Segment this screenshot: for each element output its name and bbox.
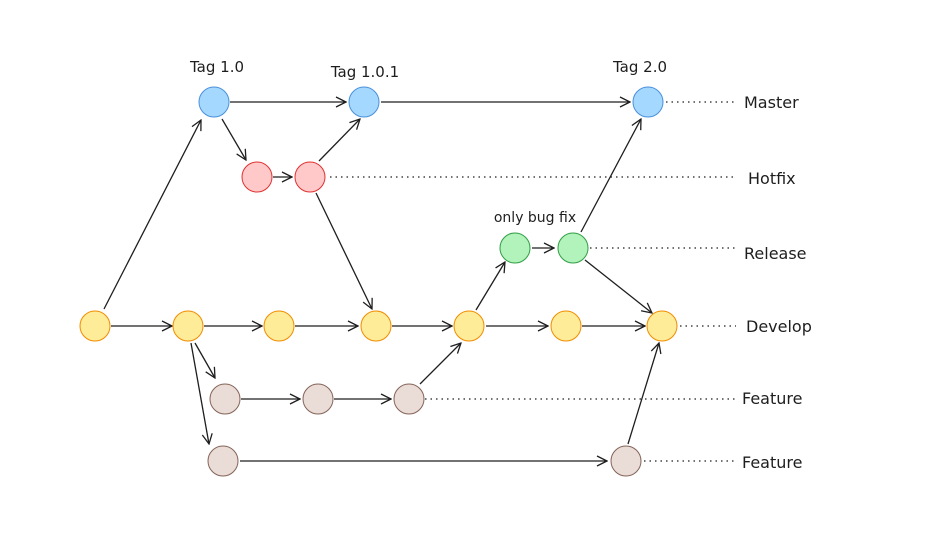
edge-dev2-feature2a [190,342,209,444]
release-note-label: only bug fix [494,210,576,226]
edge-dev2-feature1a [194,342,215,378]
edge-hotfix2-master2 [318,119,360,162]
commit-feature1-2 [302,383,334,415]
commit-master-1 [198,86,230,118]
commit-develop-7 [646,310,678,342]
commits [79,86,678,477]
commit-master-2 [348,86,380,118]
branch-label-hotfix: Hotfix [748,169,796,188]
commit-develop-5 [453,310,485,342]
tag-1-0-label: Tag 1.0 [189,58,244,76]
commit-hotfix-1 [241,161,273,193]
edges [103,102,659,461]
commit-develop-6 [550,310,582,342]
commit-develop-4 [360,310,392,342]
commit-feature2-2 [610,445,642,477]
commit-develop-2 [172,310,204,342]
commit-feature1-3 [393,383,425,415]
branch-label-feature-2: Feature [742,453,802,472]
branch-labels: Master Hotfix Release Develop Feature Fe… [742,93,812,472]
branch-label-feature-1: Feature [742,389,802,408]
edge-dev5-release1 [475,262,505,311]
branch-label-develop: Develop [746,317,812,336]
tag-2-0-label: Tag 2.0 [612,58,667,76]
branch-guides [330,101,736,462]
commit-hotfix-2 [294,161,326,193]
commit-release-2 [557,232,589,264]
tags: Tag 1.0 Tag 1.0.1 Tag 2.0 [189,58,667,81]
commit-master-3 [632,86,664,118]
edge-feature2b-dev7 [627,343,659,445]
commit-release-1 [499,232,531,264]
edge-release2-master3 [580,119,641,233]
commit-develop-1 [79,310,111,342]
branch-label-release: Release [744,244,807,263]
edge-dev1-master1 [103,120,201,310]
edge-feature1c-dev5 [419,343,461,385]
edge-master1-hotfix1 [221,118,246,160]
commit-develop-3 [263,310,295,342]
tag-1-0-1-label: Tag 1.0.1 [330,63,399,81]
commit-feature1-1 [209,383,241,415]
branch-label-master: Master [744,93,799,112]
edge-release2-dev7 [584,259,652,313]
commit-feature2-1 [207,445,239,477]
edge-hotfix2-dev4 [315,192,372,309]
